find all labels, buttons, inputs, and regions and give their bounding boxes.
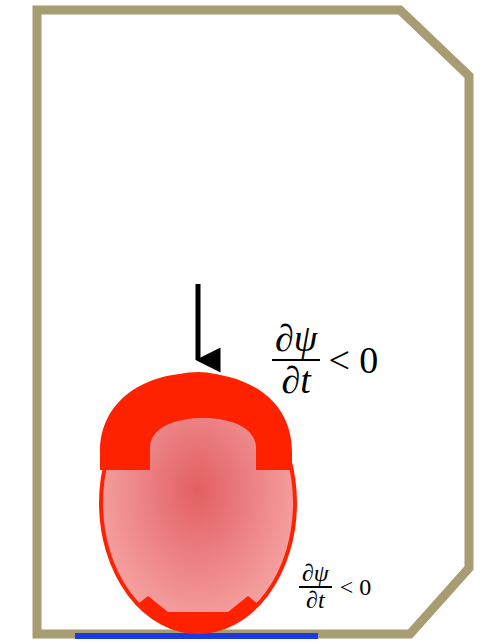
fraction: ∂ψ∂t [272, 319, 320, 401]
numerator: ∂ψ [272, 319, 320, 361]
inequality: < 0 [340, 574, 372, 601]
denominator: ∂t [279, 361, 314, 401]
denominator: ∂t [303, 588, 328, 613]
rate-expression: ∂ψ∂t< 0 [272, 319, 378, 401]
cell-body [101, 374, 295, 632]
fraction: ∂ψ∂t [299, 561, 332, 613]
rate-expression: ∂ψ∂t < 0 [299, 561, 371, 613]
cell-bottom-cortex [100, 596, 296, 640]
chamber-outline [37, 10, 469, 634]
inequality: < 0 [328, 338, 378, 382]
numerator: ∂ψ [299, 561, 332, 588]
force-arrow [196, 284, 201, 360]
cell-top-cap [100, 373, 292, 470]
